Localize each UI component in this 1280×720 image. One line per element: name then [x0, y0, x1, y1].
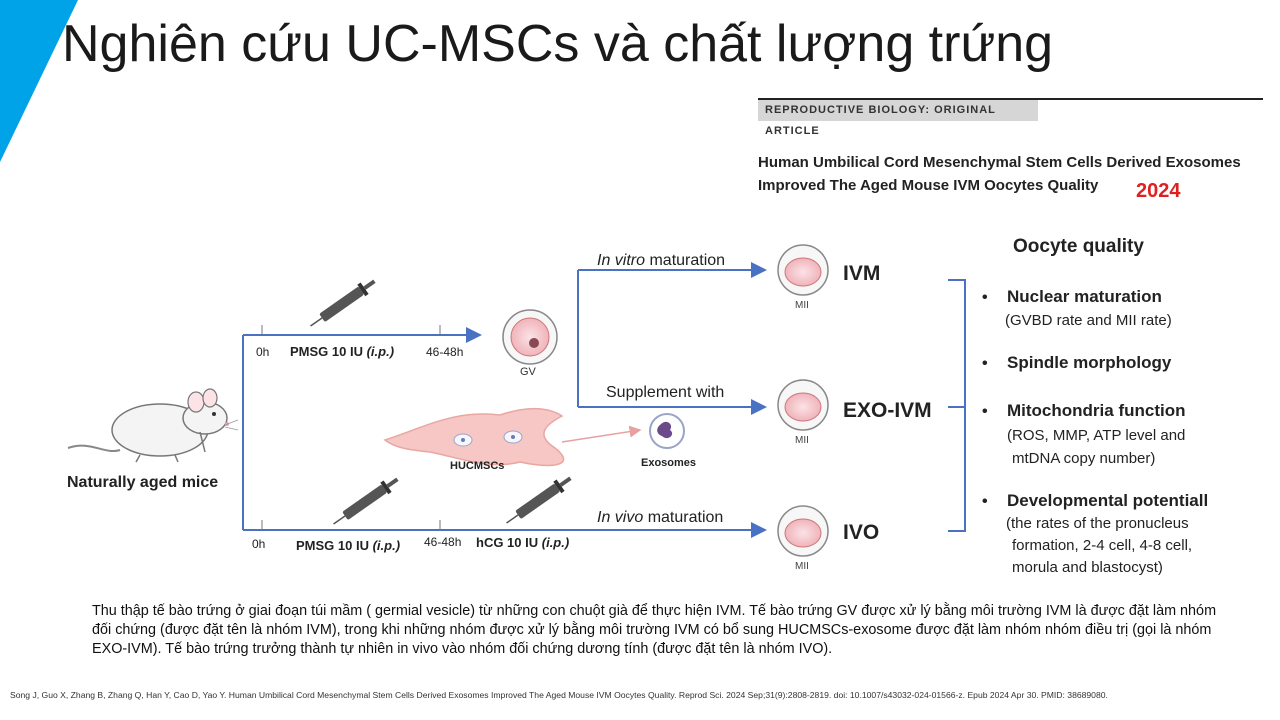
bullet-icon: •	[982, 493, 988, 510]
bullet-icon: •	[982, 289, 988, 306]
mii-oocyte-icon	[777, 505, 829, 557]
timeline-ticks	[261, 325, 441, 530]
exosome-icon	[649, 413, 685, 449]
bottom-treatment1-label: PMSG 10 IU (i.p.)	[296, 538, 400, 553]
quality-bracket	[948, 279, 966, 532]
syringe-icon	[333, 477, 399, 525]
quality-item-detail: morula and blastocyst)	[1012, 559, 1163, 576]
gv-label: GV	[520, 366, 537, 378]
quality-item-title: Spindle morphology	[1007, 353, 1172, 372]
top-end-time: 46-48h	[426, 345, 463, 359]
hucmscs-label: HUCMSCs	[450, 460, 504, 472]
reference-citation: Song J, Guo X, Zhang B, Zhang Q, Han Y, …	[10, 690, 1108, 700]
article-title: Human Umbilical Cord Mesenchymal Stem Ce…	[758, 151, 1268, 197]
quality-item-detail: (the rates of the pronucleus	[1006, 515, 1189, 532]
syringe-icon	[310, 279, 376, 327]
bottom-start-time: 0h	[252, 537, 265, 551]
gv-oocyte-icon	[502, 309, 558, 365]
article-title-line-2: Improved The Aged Mouse IVM Oocytes Qual…	[758, 177, 1099, 194]
quality-item-title: Developmental potentiall	[1007, 491, 1208, 510]
bottom-treatment2-label: hCG 10 IU (i.p.)	[476, 535, 569, 550]
mii-label-ivm: MII	[795, 300, 809, 311]
exosome-arrow	[561, 425, 642, 443]
slide-caption: Thu thập tế bào trứng ở giai đoạn túi mầ…	[92, 603, 1217, 657]
syringe-icon	[506, 476, 572, 524]
quality-title: Oocyte quality	[1013, 236, 1144, 257]
quality-item-detail: (ROS, MMP, ATP level and	[1007, 427, 1185, 444]
accent-corner-shape	[0, 0, 78, 162]
in-vitro-maturation-label: In vitro maturation	[597, 252, 725, 269]
exosomes-label: Exosomes	[641, 457, 696, 469]
quality-item-detail: (GVBD rate and MII rate)	[1005, 312, 1172, 329]
in-vivo-maturation-label: In vivo maturation	[597, 509, 723, 526]
group-label-ivm: IVM	[843, 262, 880, 285]
mii-label-ivo: MII	[795, 561, 809, 572]
quality-item-detail: mtDNA copy number)	[1012, 450, 1155, 467]
slide-title: Nghiên cứu UC-MSCs và chất lượng trứng	[62, 15, 1054, 73]
quality-item-title: Nuclear maturation	[1007, 287, 1162, 306]
bullet-icon: •	[982, 355, 988, 372]
journal-header-rule	[758, 98, 1263, 100]
hucmsc-cell-illustration	[383, 407, 565, 467]
quality-item-detail: formation, 2-4 cell, 4-8 cell,	[1012, 537, 1192, 554]
mii-oocyte-icon	[777, 379, 829, 431]
journal-section-label: REPRODUCTIVE BIOLOGY: ORIGINAL ARTICLE	[758, 100, 1038, 137]
quality-item-title: Mitochondria function	[1007, 401, 1185, 420]
top-treatment-label: PMSG 10 IU (i.p.)	[290, 344, 394, 359]
bullet-icon: •	[982, 403, 988, 420]
mii-oocyte-icon	[777, 244, 829, 296]
study-design-diagram: Naturally aged mice 0h PMSG 10 IU (i.p.)…	[67, 236, 1208, 576]
aged-mouse-illustration	[67, 388, 239, 463]
group-label-exo-ivm: EXO-IVM	[843, 399, 932, 422]
article-title-line-1: Human Umbilical Cord Mesenchymal Stem Ce…	[758, 154, 1241, 171]
quality-list: • Nuclear maturation (GVBD rate and MII …	[982, 287, 1208, 576]
supplement-label: Supplement with	[606, 384, 724, 401]
publication-year: 2024	[1136, 180, 1181, 202]
mice-label: Naturally aged mice	[67, 474, 218, 491]
top-start-time: 0h	[256, 345, 269, 359]
group-label-ivo: IVO	[843, 521, 879, 544]
bottom-time2: 46-48h	[424, 535, 461, 549]
mii-label-exo-ivm: MII	[795, 435, 809, 446]
